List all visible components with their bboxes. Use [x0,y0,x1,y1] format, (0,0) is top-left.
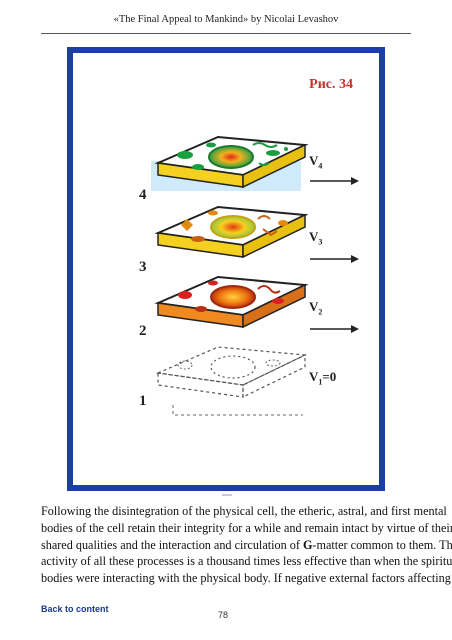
cell-bodies-diagram [154,135,359,416]
body-line: Following the disintegration of the phys… [41,504,447,518]
layer-number-4: 4 [139,187,147,203]
body-paragraph: Following the disintegration of the phys… [41,503,452,587]
body-line: shared qualities and the interaction and… [41,537,452,552]
layer-number-2: 2 [139,323,147,339]
header-rule [41,33,411,34]
page-number: 78 [218,610,229,620]
running-header: «The Final Appeal to Mankind» by Nicolai… [113,14,339,25]
body-line: bodies of the cell retain their integrit… [41,520,452,535]
figure-frame: Рис. 34 [67,47,385,491]
velocity-label-v3: V3 [309,229,323,247]
velocity-arrows [310,177,359,333]
layer-number-3: 3 [139,259,147,275]
layer-number-1: 1 [139,393,147,409]
cell-layer-4 [154,135,309,189]
cell-layer-1 [155,346,308,416]
figure-canvas: Рис. 34 [73,53,379,485]
body-line: activity of all these processes is a tho… [41,554,452,569]
figure-caption: Рис. 34 [309,77,353,92]
figure-marker [222,494,232,496]
cell-layer-3 [154,205,309,259]
back-to-content-link[interactable]: Back to content [41,604,109,614]
velocity-label-v2: V2 [309,299,323,317]
g-matter-term: G [302,537,313,552]
body-line: bodies were interacting with the physica… [41,571,451,586]
velocity-label-v4: V4 [309,153,323,171]
cell-layer-2 [154,275,309,329]
velocity-label-v1: V1=0 [309,369,337,387]
